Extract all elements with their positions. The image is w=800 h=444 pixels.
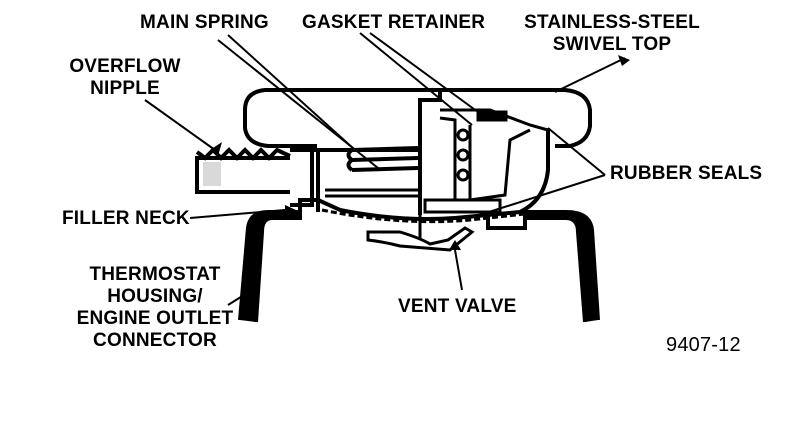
thermostat-housing-right <box>523 210 600 323</box>
label-swivel-top-line2: SWIVEL TOP <box>552 34 672 55</box>
swivel-top-shell <box>243 88 442 152</box>
label-swivel-top-line1: STAINLESS-STEEL <box>524 12 700 33</box>
rubber-seal-lower <box>321 208 526 224</box>
swivel-top-right <box>440 88 592 148</box>
label-overflow-nipple-line1: OVERFLOW <box>69 56 181 77</box>
thermostat-housing <box>238 210 302 323</box>
label-thermostat-housing: THERMOSTAT HOUSING/ ENGINE OUTLET CONNEC… <box>55 264 255 352</box>
label-thermostat-line1: THERMOSTAT <box>89 264 221 285</box>
label-filler-neck: FILLER NECK <box>62 208 190 229</box>
figure-number: 9407-12 <box>666 334 741 356</box>
label-thermostat-line4: CONNECTOR <box>93 330 217 351</box>
label-thermostat-line2: HOUSING/ <box>107 286 203 307</box>
label-overflow-nipple-line2: NIPPLE <box>90 78 160 99</box>
main-spring <box>346 146 419 172</box>
label-thermostat-line3: ENGINE OUTLET <box>76 308 234 329</box>
label-swivel-top: STAINLESS-STEEL SWIVEL TOP <box>512 12 712 56</box>
label-rubber-seals: RUBBER SEALS <box>610 163 763 184</box>
leader-lines <box>144 32 626 306</box>
gasket-retainer <box>439 108 549 211</box>
label-vent-valve: VENT VALVE <box>398 296 517 317</box>
cap-body <box>316 128 550 221</box>
label-main-spring: MAIN SPRING <box>140 12 269 33</box>
label-overflow-nipple: OVERFLOW NIPPLE <box>55 56 195 100</box>
overflow-nipple <box>195 147 314 207</box>
label-gasket-retainer: GASKET RETAINER <box>302 12 486 33</box>
vent-valve <box>366 226 475 252</box>
